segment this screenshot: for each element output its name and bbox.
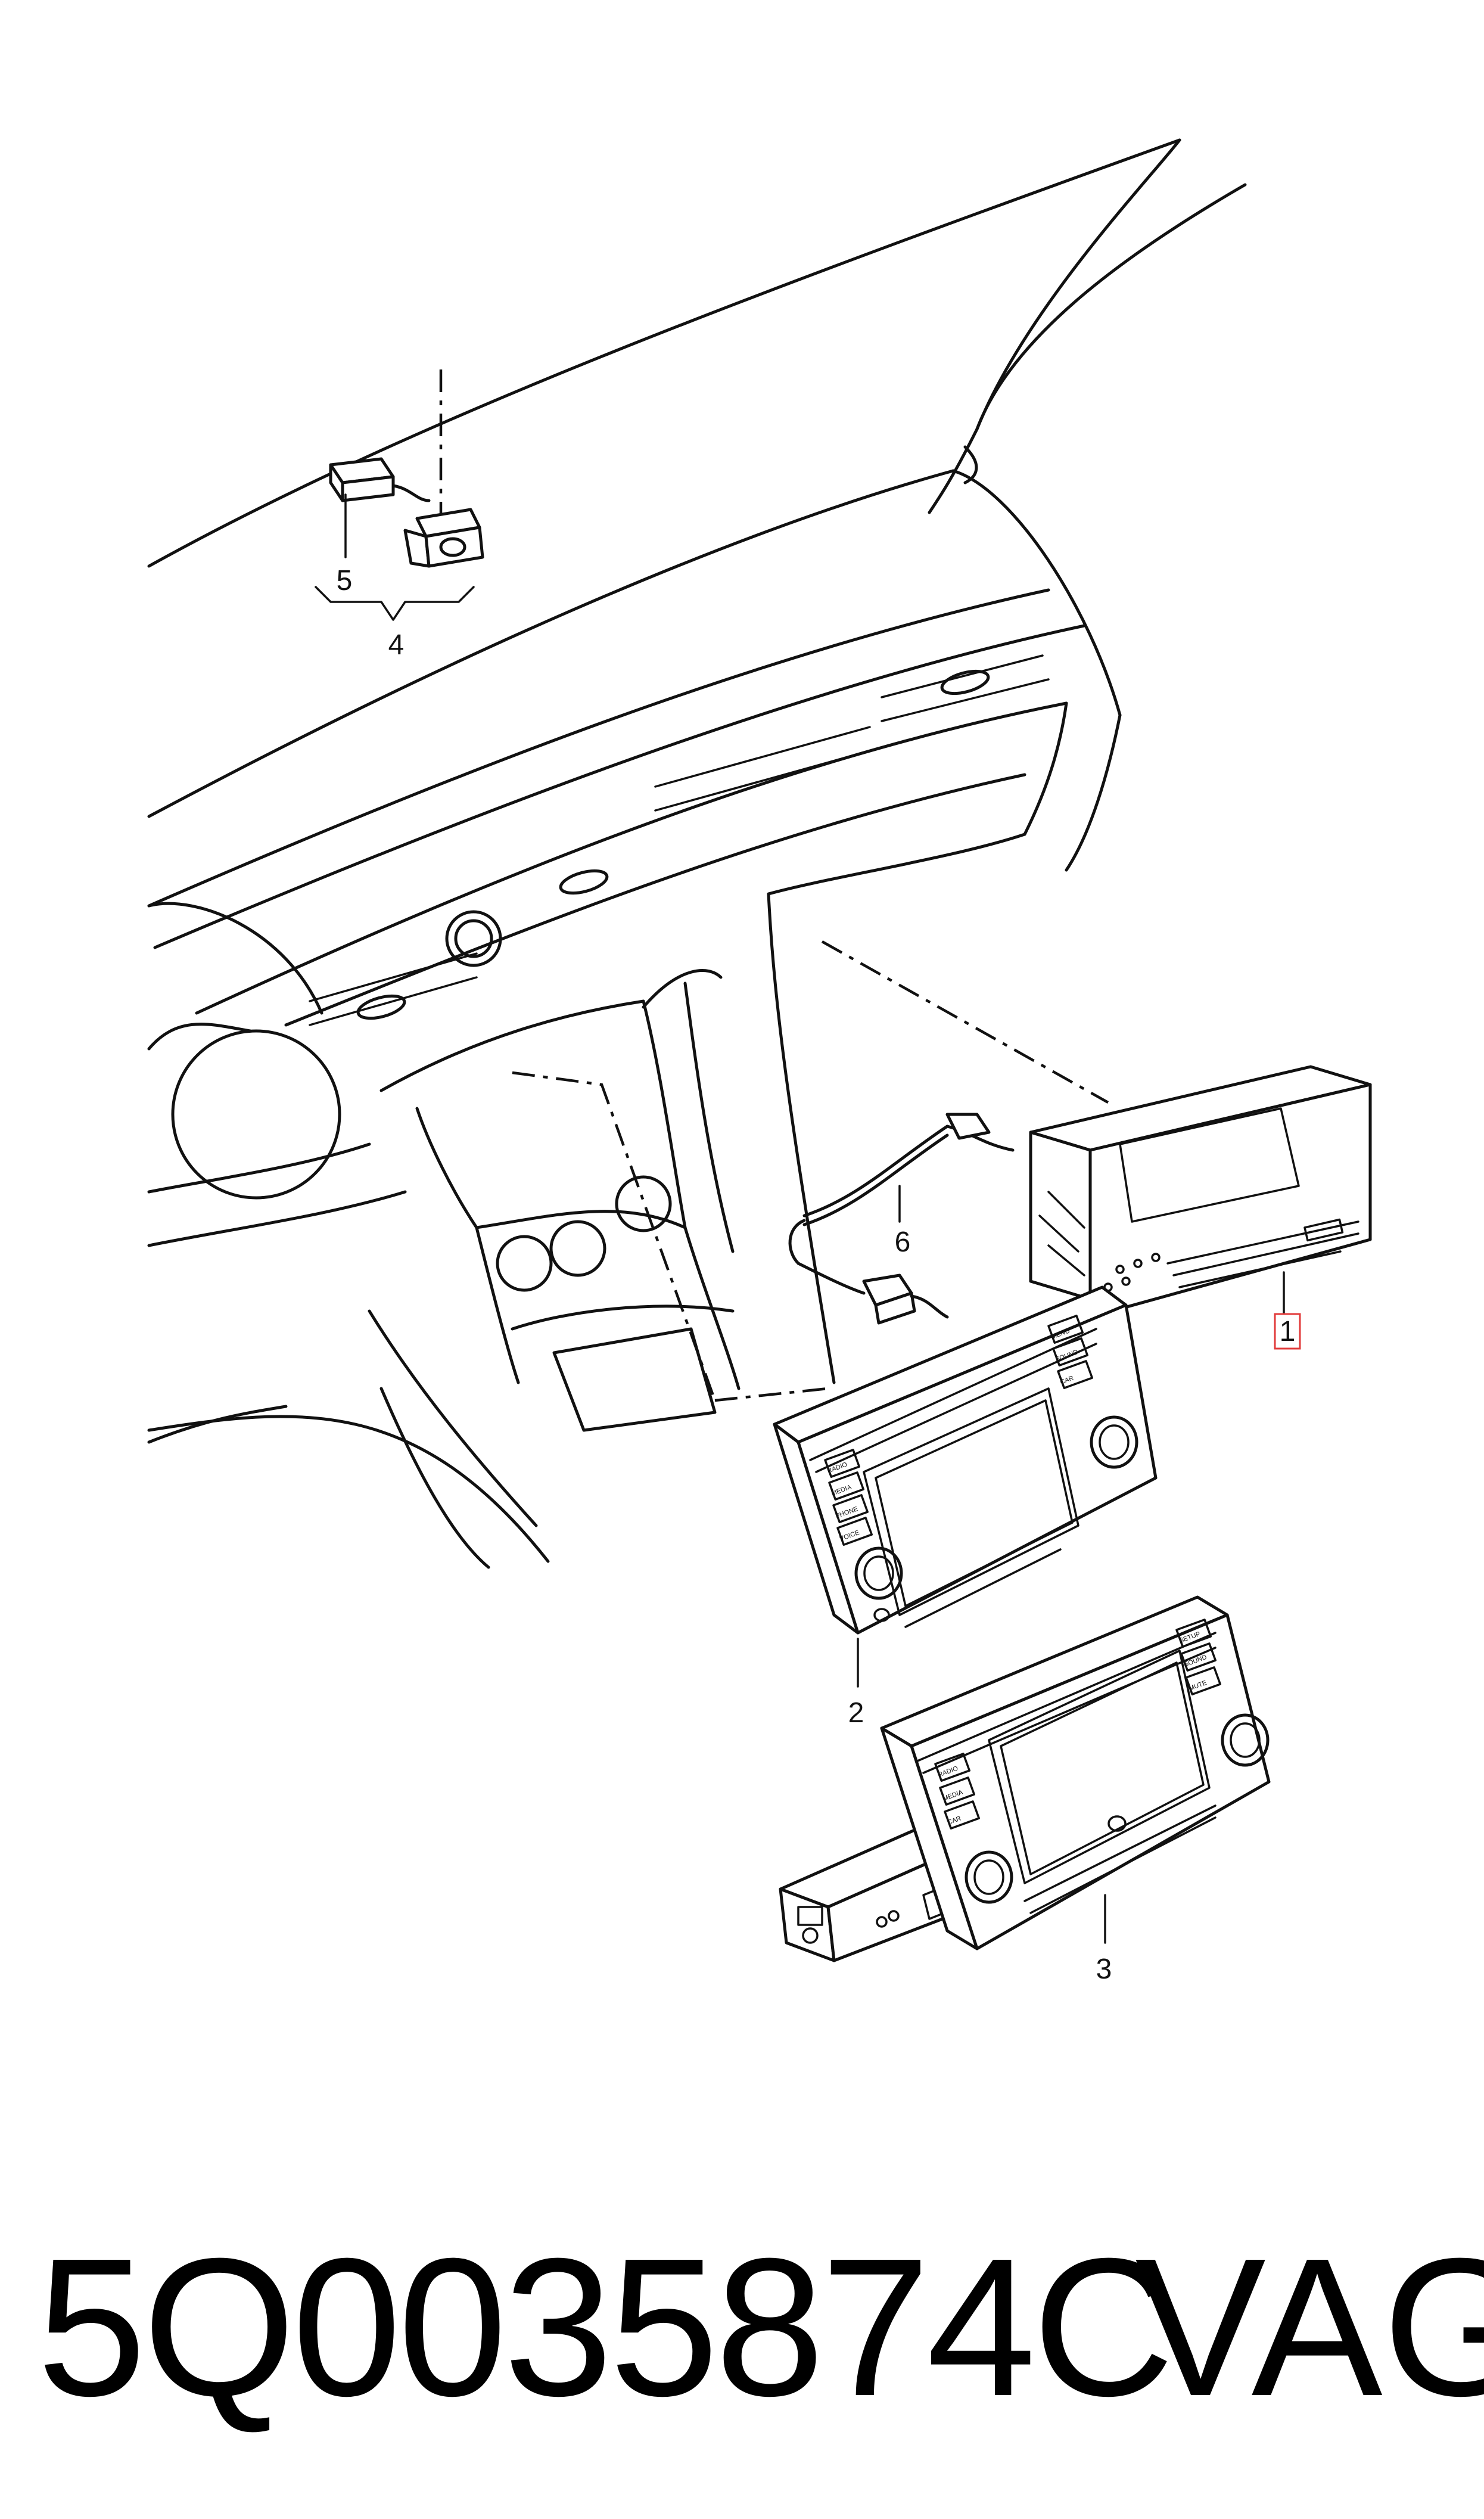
radio-unit-part-3: [779, 1595, 1271, 1962]
callout-1: 1: [1280, 1316, 1296, 1347]
unit3-left-buttons: RADIO MEDIA CAR: [934, 1753, 980, 1830]
media-unit-part-1: [1029, 1065, 1372, 1319]
callout-2: 2: [848, 1697, 864, 1729]
callout-6: 6: [895, 1226, 911, 1258]
callout-5: 5: [337, 565, 353, 597]
dashboard-outline: [147, 469, 1122, 1569]
callout-4-bracket: [315, 493, 475, 621]
connector-part-5: [329, 457, 484, 568]
cable-part-6: [788, 1113, 1015, 1325]
brand-label: VAG: [1135, 2217, 1484, 2437]
parts-diagram: 5 4 1 6: [147, 138, 1372, 1985]
callout-1-highlight-box: [1274, 1313, 1301, 1350]
leader-lines: [439, 369, 1109, 1402]
callout-3: 3: [1096, 1953, 1112, 1985]
head-unit-part-2: [773, 1285, 1158, 1635]
part-number: 5Q0035874C: [37, 2217, 1174, 2437]
windshield-outline: [147, 138, 1247, 568]
callout-4: 4: [388, 629, 405, 661]
